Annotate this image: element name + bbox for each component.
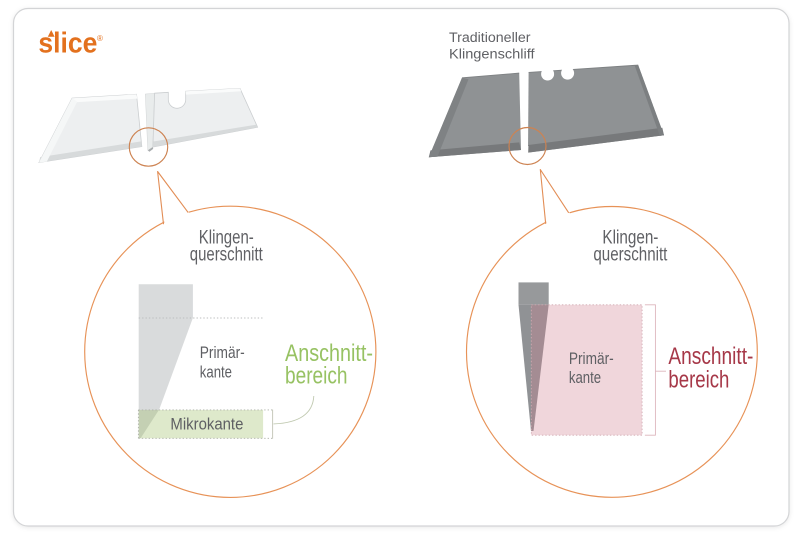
svg-text:Anschnitt-: Anschnitt- [285,340,373,367]
svg-text:bereich: bereich [668,367,729,394]
svg-text:Primär-: Primär- [569,349,614,368]
svg-text:®: ® [97,34,103,43]
svg-text:Primär-: Primär- [200,343,245,362]
svg-text:kante: kante [569,368,601,387]
svg-text:bereich: bereich [285,362,348,389]
svg-text:Mikrokante: Mikrokante [170,416,243,434]
svg-text:Anschnitt-: Anschnitt- [668,343,753,370]
svg-text:querschnitt: querschnitt [190,244,263,266]
svg-text:querschnitt: querschnitt [593,244,667,266]
svg-text:Traditioneller: Traditioneller [449,30,531,46]
svg-text:kante: kante [200,362,232,381]
svg-text:slice: slice [38,27,97,59]
svg-text:Klingenschliff: Klingenschliff [449,46,535,62]
svg-text:Klingen-: Klingen- [199,226,254,248]
svg-text:Klingen-: Klingen- [602,226,658,248]
